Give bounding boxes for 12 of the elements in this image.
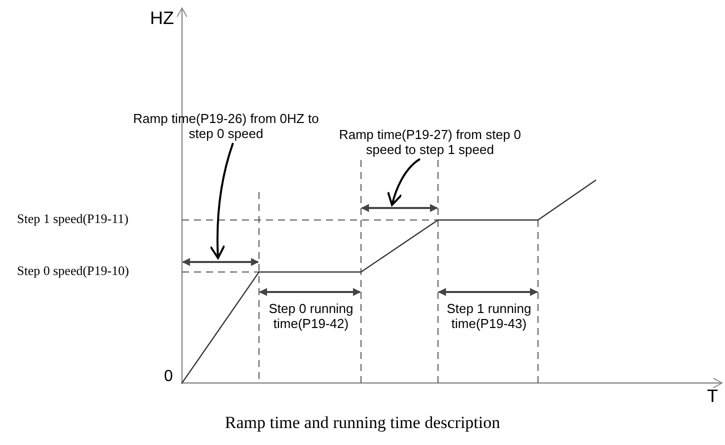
origin-label: 0 (164, 368, 173, 386)
leader-line (210, 142, 234, 259)
callout-text: Ramp time(P19-27) from step 0 speed to step 1 speed (327, 128, 533, 158)
callout-text: Ramp time(P19-26) from 0HZ to step 0 speed (123, 112, 329, 142)
axis-label: HZ (150, 8, 174, 29)
caption: Ramp time and running time description (224, 413, 502, 433)
axis-label: T (707, 386, 718, 407)
leader-line (387, 158, 421, 206)
span-label: Step 1 running time(P19-43) (446, 302, 532, 332)
span-label: Step 0 running time(P19-42) (268, 302, 354, 332)
level-label: Step 0 speed(P19-10) (17, 264, 129, 279)
level-label: Step 1 speed(P19-11) (17, 212, 128, 227)
